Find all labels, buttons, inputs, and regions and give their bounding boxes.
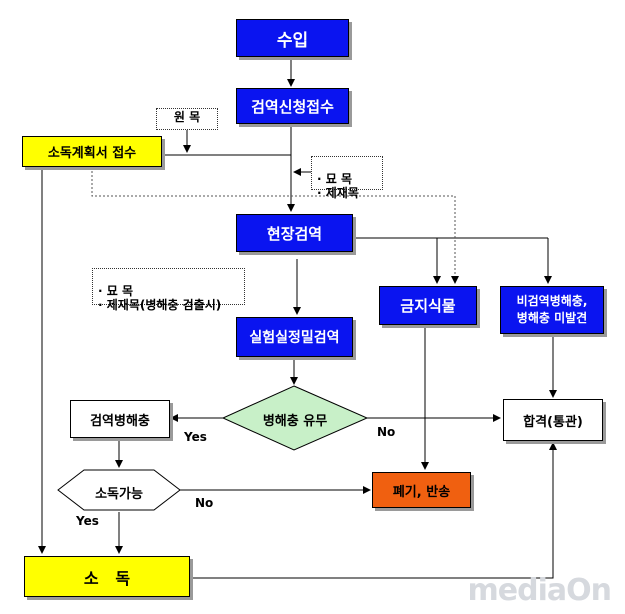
node-pass: 합격(통관) (503, 399, 603, 441)
node-field-inspection: 현장검역 (236, 214, 353, 252)
note-seedlings-lumber: · 묘 목 · 제재목 (311, 156, 383, 200)
edge-label-no-1-text: No (377, 425, 396, 439)
node-inspection-request-label: 검역신청접수 (251, 97, 334, 116)
note-lab: · 묘 목 · 제재목(병해충 검출시) (92, 268, 245, 312)
node-non-quarantine-label: 비검역병해충, 병해충 미발견 (516, 294, 588, 325)
node-field-inspection-label: 현장검역 (266, 224, 323, 243)
note-lab-text: · 묘 목 · 제재목(병해충 검출시) (98, 284, 222, 312)
node-import-label: 수입 (276, 30, 309, 51)
edge-label-yes-1: Yes (184, 430, 207, 444)
node-lab-inspection: 실험실정밀검역 (236, 317, 353, 357)
edge-label-no-2-text: No (195, 496, 214, 510)
node-pass-label: 합격(통관) (523, 414, 583, 430)
node-quarantine-pest-label: 검역병해충 (90, 413, 150, 429)
note-seedlings-lumber-text: · 묘 목 · 제재목 (317, 172, 359, 200)
node-pest-decision-label: 병해충 유무 (223, 410, 367, 429)
node-lab-inspection-label: 실험실정밀검역 (249, 330, 340, 346)
node-prohibited-plants-label: 금지식물 (400, 297, 456, 315)
watermark-text: mediaOn (467, 573, 612, 608)
decision-diamond (221, 385, 369, 451)
node-disinfection-label: 소 독 (83, 568, 131, 588)
edge-label-yes-2-text: Yes (76, 514, 99, 528)
node-inspection-request: 검역신청접수 (236, 88, 349, 124)
node-disinfect-possible: 소독가능 (56, 483, 182, 502)
edge-label-yes-1-text: Yes (184, 430, 207, 444)
node-disinfection-plan: 소독계획서 접수 (22, 136, 162, 167)
node-quarantine-pest: 검역병해충 (70, 400, 170, 438)
node-dispose-return: 폐기, 반송 (372, 472, 471, 508)
edge-label-no-1: No (377, 425, 395, 439)
node-dispose-return-label: 폐기, 반송 (392, 484, 451, 500)
node-disinfection: 소 독 (24, 556, 190, 597)
node-disinfect-possible-label: 소독가능 (95, 487, 143, 502)
edge-label-yes-2: Yes (76, 514, 99, 528)
node-disinfection-plan-label: 소독계획서 접수 (47, 146, 137, 161)
node-import: 수입 (236, 19, 349, 57)
watermark-logo: mediaOn (467, 573, 612, 608)
disinfect-possible-shape (57, 469, 181, 511)
node-pest-decision-text: 병해충 유무 (262, 414, 328, 429)
edge-label-no-2: No (195, 496, 213, 510)
arrow-disinfection-to-pass (190, 442, 557, 579)
node-non-quarantine: 비검역병해충, 병해충 미발견 (500, 286, 604, 334)
note-logs-text: 원 목 (173, 110, 201, 124)
note-logs: 원 목 (156, 108, 218, 130)
node-prohibited-plants: 금지식물 (379, 286, 477, 325)
